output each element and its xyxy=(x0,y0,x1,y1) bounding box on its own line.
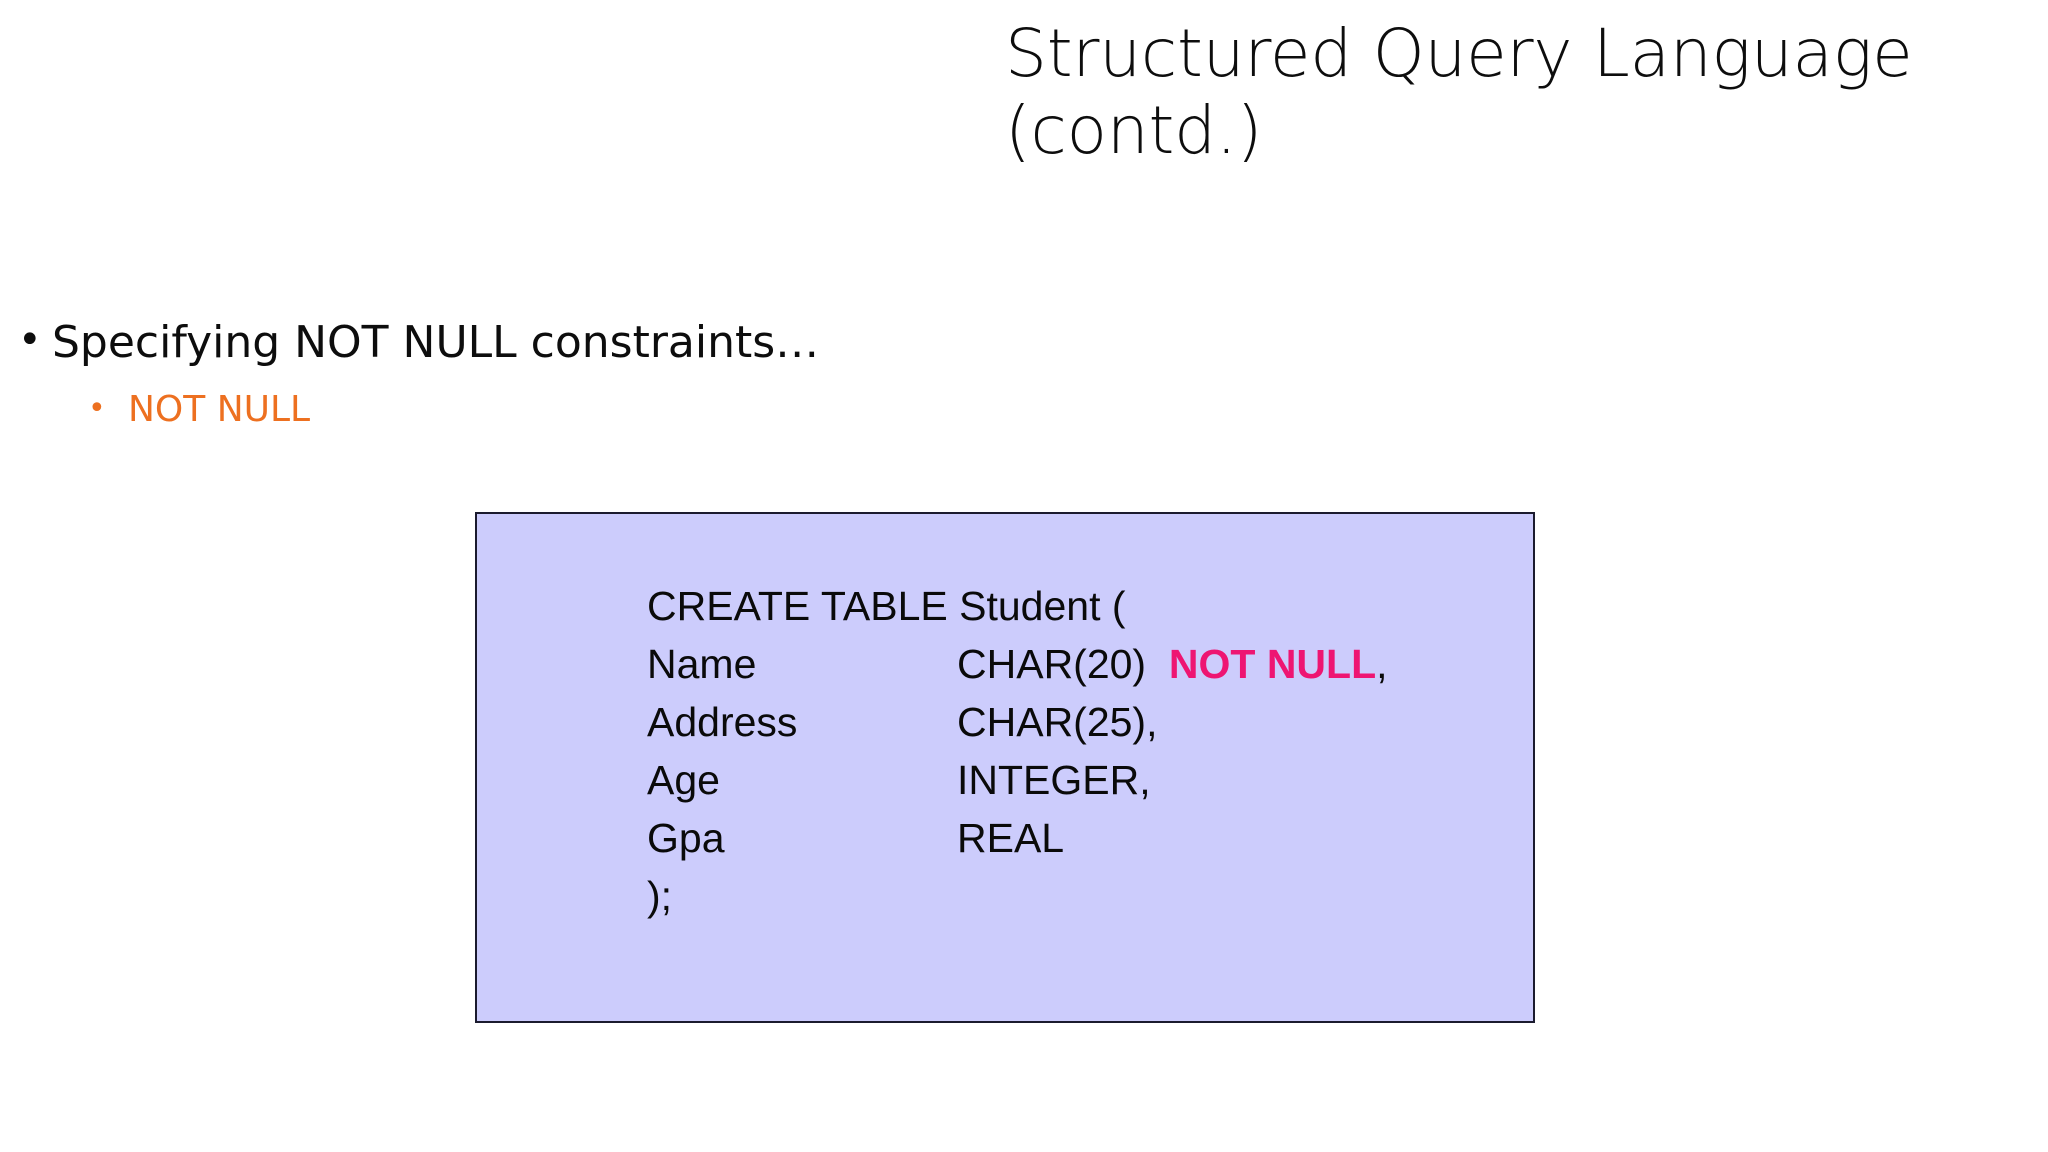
code-example-box: CREATE TABLE Student ( Name CHAR(20) NOT … xyxy=(475,512,1535,1023)
code-line-1-name: Name xyxy=(647,641,757,687)
code-line: Age INTEGER, xyxy=(647,751,1388,809)
bullet-level-1: • Specifying NOT NULL constraints… xyxy=(18,317,820,368)
bullet-level-2-text: NOT NULL xyxy=(128,389,311,430)
sub-bullet-marker-icon: • xyxy=(88,391,106,426)
code-spacer xyxy=(1146,641,1169,687)
code-line-4-name: Gpa xyxy=(647,815,725,861)
code-line: ); xyxy=(647,867,1388,925)
code-line-2-name: Address xyxy=(647,699,798,745)
code-line: Gpa REAL xyxy=(647,809,1388,867)
code-line: Name CHAR(20) NOT NULL, xyxy=(647,635,1388,693)
code-line: Address CHAR(25), xyxy=(647,693,1388,751)
page-title: Structured Query Language (contd.) xyxy=(1005,15,1934,169)
code-line-4-type: REAL xyxy=(957,815,1065,861)
code-line-0-name: CREATE TABLE Student ( xyxy=(647,583,1126,629)
code-line: CREATE TABLE Student ( xyxy=(647,577,1388,635)
bullet-level-2: • NOT NULL xyxy=(88,389,311,430)
code-line-3-type: INTEGER, xyxy=(957,757,1151,803)
code-line-1-highlight: NOT NULL xyxy=(1168,641,1377,687)
code-line-5-name: ); xyxy=(647,873,673,919)
code-line-2-type: CHAR(25), xyxy=(957,699,1158,745)
bullet-marker-icon: • xyxy=(18,317,42,363)
sql-code-block: CREATE TABLE Student ( Name CHAR(20) NOT … xyxy=(647,577,1388,925)
bullet-level-1-text: Specifying NOT NULL constraints… xyxy=(52,317,820,368)
code-line-1-type: CHAR(20) xyxy=(957,641,1147,687)
code-line-3-name: Age xyxy=(647,757,720,803)
code-line-1-tail: , xyxy=(1376,641,1388,687)
